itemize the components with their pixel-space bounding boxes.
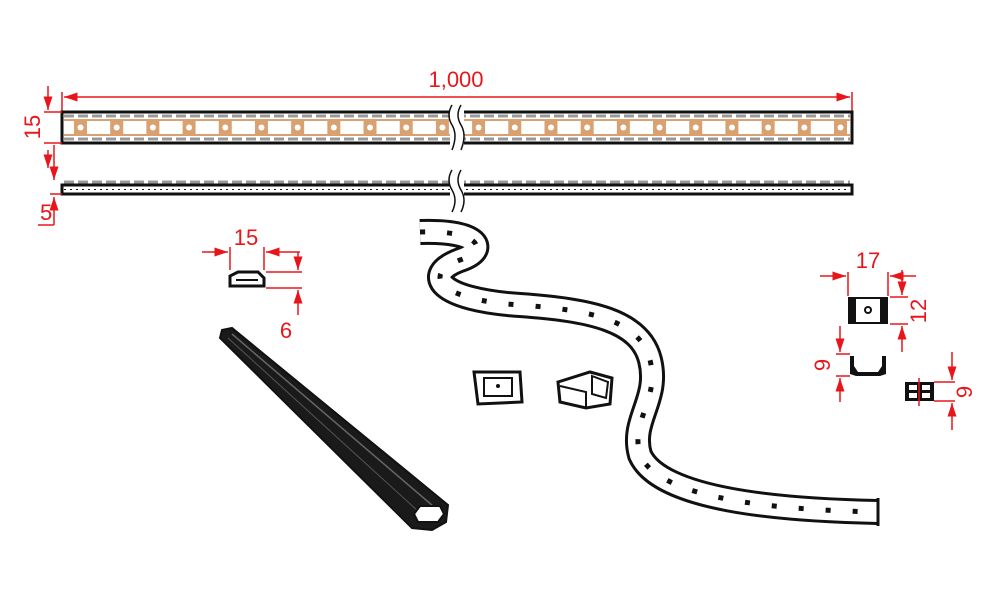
clip-side-view: 9 bbox=[810, 326, 886, 402]
clip-top-view: 17 12 bbox=[820, 248, 931, 352]
led-lens bbox=[367, 124, 374, 131]
led-lens bbox=[222, 124, 229, 131]
led-lens bbox=[765, 124, 772, 131]
width-label: 15 bbox=[20, 115, 45, 139]
length-label: 1,000 bbox=[428, 67, 483, 92]
led-lens bbox=[511, 124, 518, 131]
length-dimension: 1,000 bbox=[61, 67, 853, 112]
break-mark bbox=[448, 104, 465, 213]
end-cap bbox=[556, 370, 614, 410]
profile-height-label: 6 bbox=[280, 318, 292, 343]
width-dimension: 15 bbox=[20, 86, 62, 144]
led-lens bbox=[728, 124, 735, 131]
thickness-label: 5 bbox=[40, 200, 52, 225]
led-lens bbox=[403, 124, 410, 131]
led-lens bbox=[620, 124, 627, 131]
clip-side-height-label: 9 bbox=[810, 359, 835, 371]
clip-depth-label: 12 bbox=[906, 299, 931, 323]
led-lens bbox=[801, 124, 808, 131]
led-lens bbox=[294, 124, 301, 131]
led-lens bbox=[547, 124, 554, 131]
end-cap-side-view: 9 bbox=[905, 352, 977, 430]
led-lens bbox=[113, 124, 120, 131]
led-lens bbox=[186, 124, 193, 131]
led-lens bbox=[439, 124, 446, 131]
aluminium-profile bbox=[218, 326, 450, 532]
led-lens bbox=[149, 124, 156, 131]
profile-width-label: 15 bbox=[234, 225, 258, 250]
profile-cross-section: 15 6 bbox=[202, 225, 303, 343]
mounting-clip bbox=[472, 370, 524, 406]
led-lens bbox=[837, 124, 844, 131]
led-lens bbox=[656, 124, 663, 131]
end-cap-height-label: 9 bbox=[952, 386, 977, 398]
led-lens bbox=[584, 124, 591, 131]
led-lens bbox=[475, 124, 482, 131]
thickness-dimension: 5 bbox=[38, 145, 62, 226]
led-lens bbox=[77, 124, 84, 131]
flexible-led-strip bbox=[419, 218, 880, 526]
led-lens bbox=[692, 124, 699, 131]
led-lens bbox=[330, 124, 337, 131]
clip-width-label: 17 bbox=[856, 248, 880, 273]
led-lens bbox=[258, 124, 265, 131]
